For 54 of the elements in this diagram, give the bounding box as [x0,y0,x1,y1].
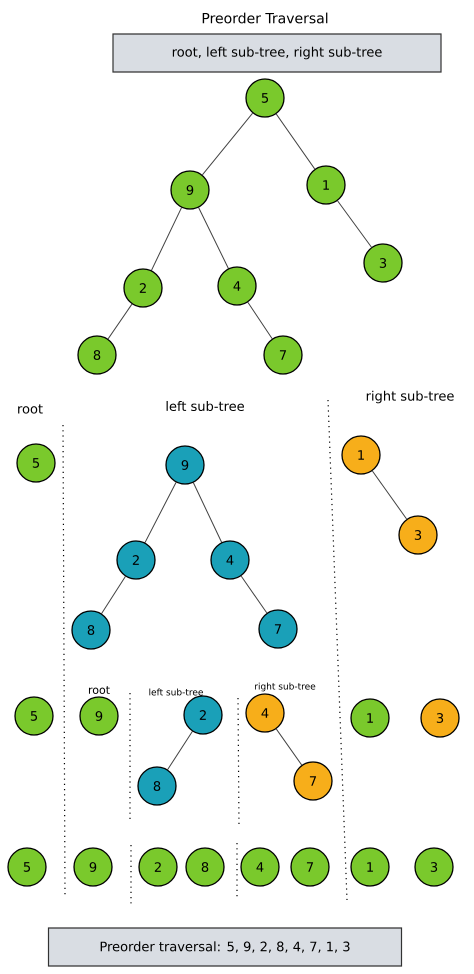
section-label: left sub-tree [166,400,244,412]
tree-node: 4 [245,693,285,733]
tree-node: 8 [71,610,111,650]
tree-node: 8 [185,847,225,887]
tree-edge [198,207,229,269]
tree-node: 8 [137,766,177,806]
tree-edge [101,576,126,614]
tree-node: 9 [170,170,210,210]
tree-node: 3 [363,243,403,283]
tree-node: 1 [350,698,390,738]
tree-node: 5 [7,847,47,887]
section-label: left sub-tree [149,688,203,696]
tree-node: 5 [16,443,56,483]
tree-edge [372,470,408,520]
tree-node: 1 [350,847,390,887]
tree-node: 5 [14,696,54,736]
tree-node: 3 [398,515,438,555]
tree-node: 1 [306,165,346,205]
tree-node: 9 [165,445,205,485]
tree-node: 3 [420,698,460,738]
tree-node: 7 [258,609,298,649]
tree-edge [144,482,176,544]
tree-node: 9 [79,696,119,736]
tree-node: 3 [414,847,454,887]
section-label: root [18,404,43,414]
tree-edge [108,304,132,340]
caption-box: root, left sub-tree, right sub-tree [112,33,442,73]
section-label: right sub-tree [366,390,454,404]
tree-node: 5 [245,78,285,118]
tree-node: 4 [240,847,280,887]
tree-node: 9 [73,847,113,887]
section-label: right sub-tree [255,682,316,692]
tree-edge [192,482,222,543]
tree-node: 2 [116,540,156,580]
tree-edge [202,112,254,176]
tree-node: 7 [290,847,330,887]
tree-edge [167,731,193,770]
tree-edge [276,728,302,766]
caption-box: Preorder traversal: 5, 9, 2, 8, 4, 7, 1, 3 [48,927,402,967]
tree-edge [276,114,316,170]
tree-edge [247,302,273,340]
tree-node: 2 [138,847,178,887]
tree-node: 1 [341,435,381,475]
title: Preorder Traversal [202,12,328,24]
tree-node: 8 [77,335,117,375]
tree-node: 4 [210,540,250,580]
tree-node: 2 [123,268,163,308]
tree-node: 2 [183,695,223,735]
tree-edge [337,200,372,248]
tree-edge [151,207,182,271]
tree-edge [240,576,268,614]
tree-node: 7 [263,335,303,375]
tree-node: 7 [293,761,333,801]
tree-node: 4 [217,266,257,306]
